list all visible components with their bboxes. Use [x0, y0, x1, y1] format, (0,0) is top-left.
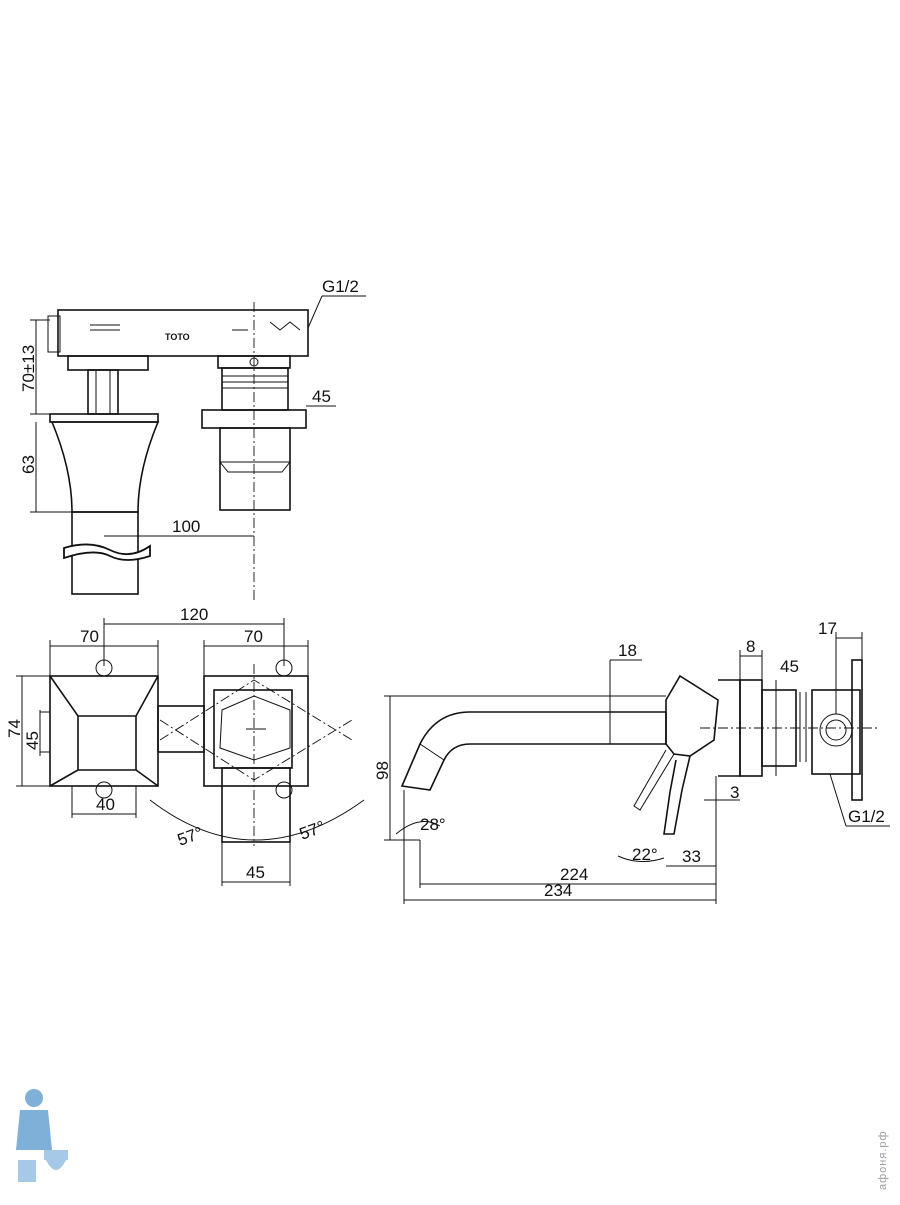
- side-lever-swing: [633, 749, 675, 811]
- angle-left: 57°: [175, 823, 206, 850]
- top-handle-lever: [219, 427, 291, 511]
- dim-body-height: 63: [19, 455, 38, 474]
- top-cartridge-threads: [222, 375, 288, 389]
- top-valve-bar: [57, 309, 309, 357]
- angle-right: 57°: [297, 817, 328, 844]
- dim-right-plate: 70: [244, 627, 263, 646]
- watermark-text: афоня.рф: [877, 1130, 889, 1190]
- front-swing-arc: [149, 799, 365, 841]
- front-screw-bottom-right: [275, 781, 293, 799]
- brand-label: TOTO: [165, 332, 190, 342]
- side-mixer-flange: [851, 659, 863, 801]
- dim-box-depth: 17: [818, 619, 837, 638]
- angle-spout: 28°: [420, 815, 446, 834]
- dim-total-length: 234: [544, 881, 572, 900]
- side-spout-edge: [419, 743, 445, 761]
- side-spout: [400, 711, 667, 791]
- thread-label-top: G1/2: [322, 277, 359, 296]
- dim-flange: 45: [312, 387, 331, 406]
- side-view: 98 18 8 17 45 3 28° 22° 33 224 2: [373, 619, 890, 904]
- dim-plate-thickness: 8: [746, 637, 755, 656]
- top-wall-cap: [47, 315, 61, 353]
- dim-height-side: 98: [373, 761, 392, 780]
- side-handle-body: [665, 674, 719, 757]
- dim-box-offset: 45: [780, 657, 799, 676]
- side-angle-arc: [395, 821, 441, 835]
- top-slot-right: [269, 321, 301, 331]
- dim-height: 74: [5, 719, 24, 738]
- front-swing-lines: [159, 679, 353, 781]
- top-spout-stem: [87, 369, 119, 415]
- dim-handle-width: 45: [246, 863, 265, 882]
- top-handle-cartridge: [221, 367, 289, 411]
- front-right-plate: [203, 675, 309, 787]
- dim-lever: 33: [682, 847, 701, 866]
- thread-leader: [307, 295, 323, 329]
- dim-inner-height: 45: [23, 731, 42, 750]
- top-view: TOTO 70±13 63 45 100: [19, 277, 366, 600]
- thread-label-side: G1/2: [848, 807, 885, 826]
- dim-projection: 224: [560, 865, 588, 884]
- dim-spout-thickness: 18: [618, 641, 637, 660]
- top-spout-collar: [67, 355, 149, 371]
- top-spout-plate: [49, 413, 159, 423]
- plumber-mascot-icon: [16, 1089, 68, 1182]
- side-threads: [799, 692, 813, 762]
- angle-lever: 22°: [632, 845, 658, 864]
- dim-gap: 3: [730, 783, 739, 802]
- side-mixer-outlet-inner: [825, 719, 847, 741]
- dim-spout-width: 40: [96, 795, 115, 814]
- side-lever: [663, 755, 691, 835]
- front-screw-bottom-left: [95, 781, 113, 799]
- front-handle-rotated: [219, 695, 291, 761]
- front-spout-facets: [49, 675, 159, 787]
- dim-left-plate: 70: [80, 627, 99, 646]
- dim-height-adjust: 70±13: [19, 345, 38, 392]
- top-lever-edge: [218, 461, 292, 473]
- dim-total-width: 120: [180, 605, 208, 624]
- thread-leader: [829, 773, 847, 827]
- dim-spacing: 100: [172, 517, 200, 536]
- front-connector: [157, 705, 205, 753]
- top-spout-body: [50, 421, 160, 513]
- top-break-mark: [63, 543, 151, 561]
- front-view: 120 70 70 74 45 40 45 57° 57°: [5, 605, 365, 886]
- side-mixer-outlet: [819, 713, 853, 747]
- front-handle-lever: [221, 767, 291, 843]
- top-slot-left: [90, 324, 120, 331]
- side-angle-arc: [617, 855, 665, 862]
